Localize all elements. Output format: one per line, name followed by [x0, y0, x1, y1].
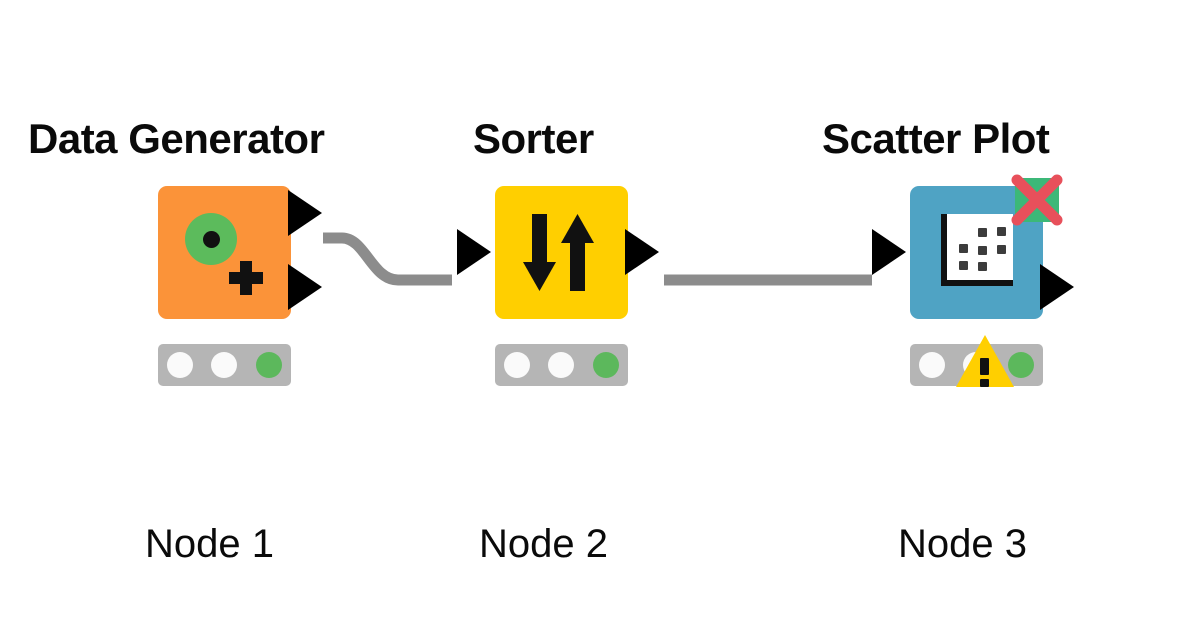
- generator-pupil-icon: [203, 231, 220, 248]
- node-body[interactable]: [760, 174, 1074, 387]
- node-label: Node 1: [145, 522, 274, 566]
- scatter-plot-chart-icon: [941, 214, 1013, 286]
- node-status-bar: [910, 335, 1043, 387]
- sort-arrows-icon: [495, 186, 628, 319]
- scatter-dot: [978, 262, 987, 271]
- view-unavailable-badge: [1011, 174, 1063, 226]
- node-title: Scatter Plot: [822, 115, 1050, 162]
- scatter-dot: [997, 245, 1006, 254]
- node-box[interactable]: [495, 186, 628, 319]
- scatter-dot: [978, 228, 987, 237]
- node-title: Data Generator: [28, 115, 325, 162]
- arrow-down-icon: [523, 214, 556, 291]
- input-port-1[interactable]: [872, 229, 940, 275]
- node-label: Node 3: [898, 522, 1027, 566]
- status-light-idle-1: [919, 352, 946, 378]
- node-box[interactable]: [158, 186, 291, 319]
- data-generator-icon: [158, 186, 291, 319]
- arrow-up-icon: [561, 214, 594, 291]
- scatter-dot: [997, 227, 1006, 236]
- status-light-executed: [592, 352, 619, 378]
- node-scatter-plot[interactable]: Scatter Plot: [760, 115, 1074, 566]
- scatter-dot: [978, 246, 987, 255]
- status-light-executed: [255, 352, 282, 378]
- plus-icon-vertical: [240, 261, 252, 295]
- warning-exclamation-icon: [980, 358, 989, 387]
- node-status-bar: [495, 344, 628, 386]
- output-port-1[interactable]: [288, 190, 322, 236]
- node-status-bar: [158, 344, 291, 386]
- node-label: Node 2: [479, 522, 608, 566]
- node-body[interactable]: [10, 186, 322, 386]
- node-sorter[interactable]: Sorter: [395, 118, 695, 564]
- close-icon: [1011, 174, 1063, 226]
- node-body[interactable]: [395, 186, 695, 386]
- scatter-plot-icon: [910, 186, 1043, 319]
- status-light-idle-1: [167, 352, 194, 378]
- input-port-1[interactable]: [457, 229, 525, 275]
- output-port-1[interactable]: [1040, 264, 1074, 310]
- status-light-idle-2: [211, 352, 238, 378]
- node-data-generator[interactable]: Data Generator Node 1: [10, 115, 325, 566]
- status-light-idle-1: [504, 352, 531, 378]
- output-port-2[interactable]: [288, 264, 322, 310]
- status-light-idle-2: [548, 352, 575, 378]
- node-box[interactable]: [910, 186, 1043, 319]
- scatter-dot: [959, 261, 968, 270]
- scatter-dot: [959, 244, 968, 253]
- output-port-1[interactable]: [625, 229, 659, 275]
- node-title: Sorter: [473, 115, 594, 162]
